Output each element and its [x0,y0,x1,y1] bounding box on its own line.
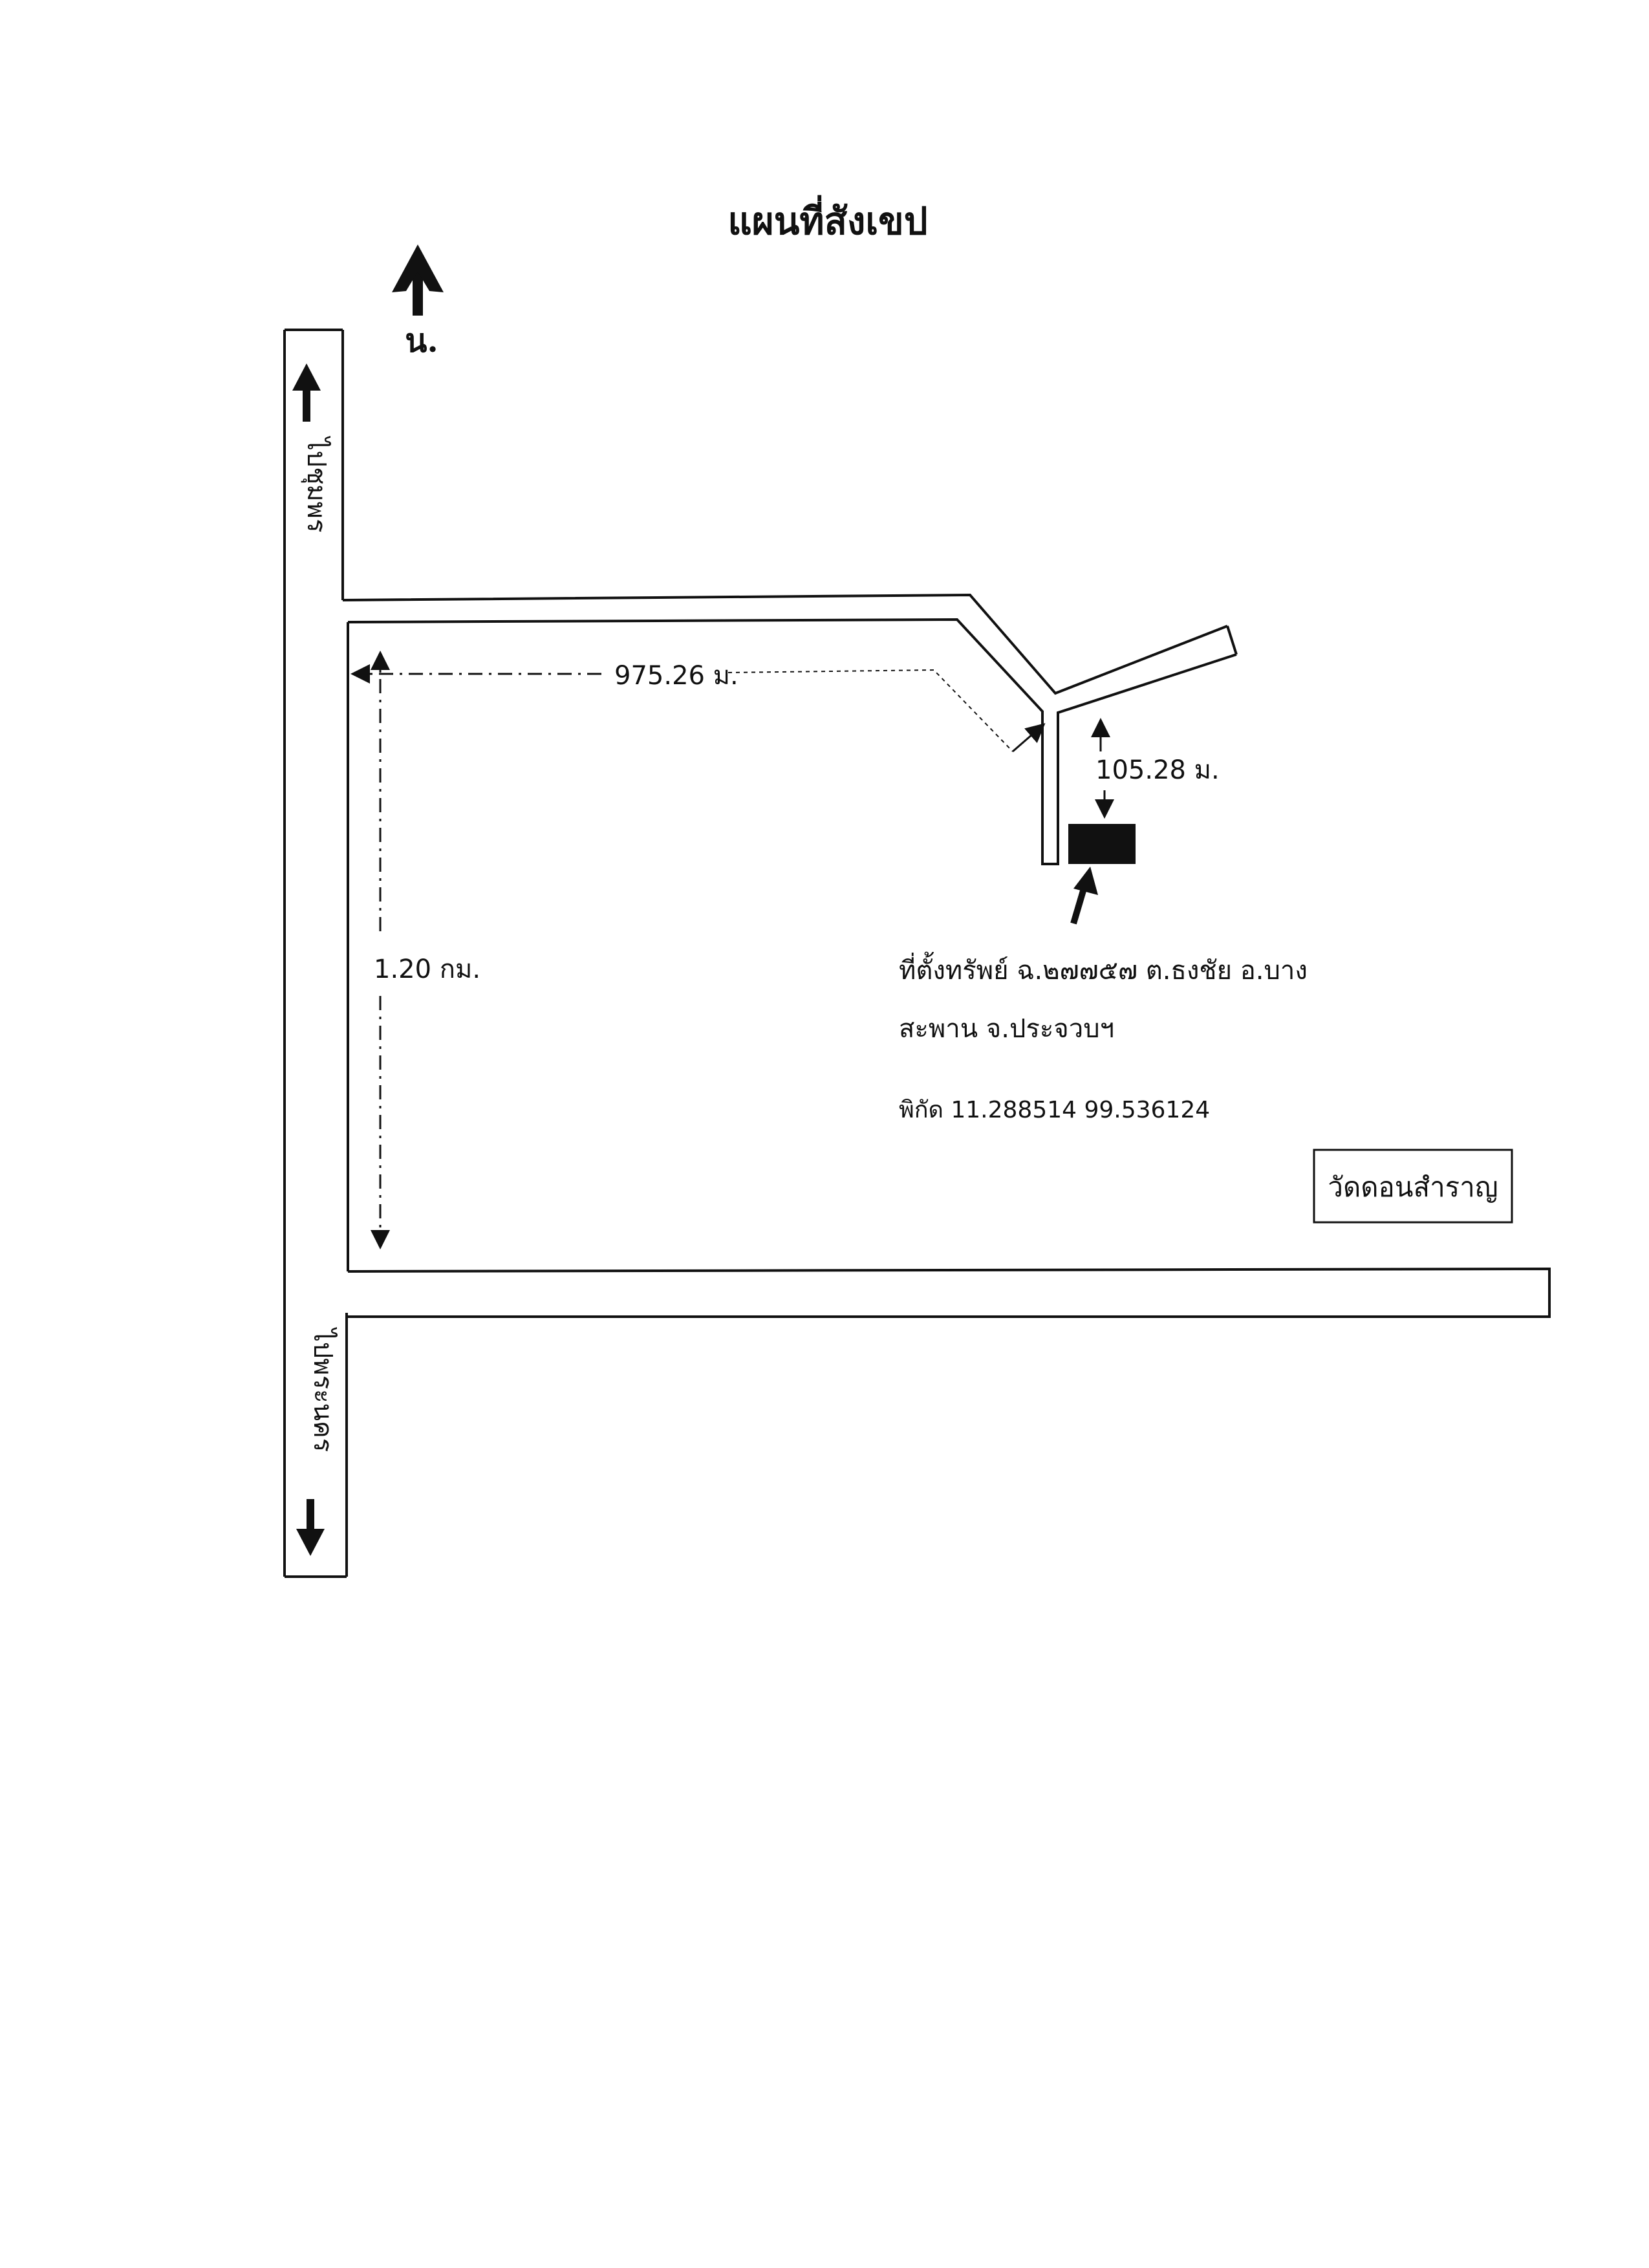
north-label: น. [405,321,438,360]
arrow-down-icon [296,1499,325,1556]
lower-side-road [347,1267,1551,1318]
arrow-up-icon [292,363,321,422]
highway-top-label: ไปชุมพร [301,436,331,533]
landmark-box [1313,1149,1513,1224]
short-distance-arrows [1091,718,1114,819]
property-marker [1068,824,1136,864]
location-line1: ที่ตั้งทรัพย์ ฉ.๒๗๗๕๗ ต.ธงชัย อ.บาง [899,951,1308,986]
location-coords: พิกัด 11.288514 99.536124 [899,1097,1210,1123]
north-arrow-icon [392,244,444,316]
distance-horizontal-label: 975.26 ม. [614,661,738,691]
location-line2: สะพาน จ.ประจวบฯ [899,1014,1114,1044]
highway-bottom-label: ไปพระนคร [308,1327,338,1452]
distance-short-label: 105.28 ม. [1095,755,1220,785]
property-pointer-arrow-icon [1070,867,1098,925]
upper-side-road [342,593,1238,865]
horizontal-distance-line [350,664,1046,753]
main-highway [283,329,349,1578]
distance-vertical-label: 1.20 กม. [374,955,480,984]
landmark-label: วัดดอนสำราญ [1328,1171,1498,1203]
map-title: แผนที่สังเขป [727,195,927,243]
